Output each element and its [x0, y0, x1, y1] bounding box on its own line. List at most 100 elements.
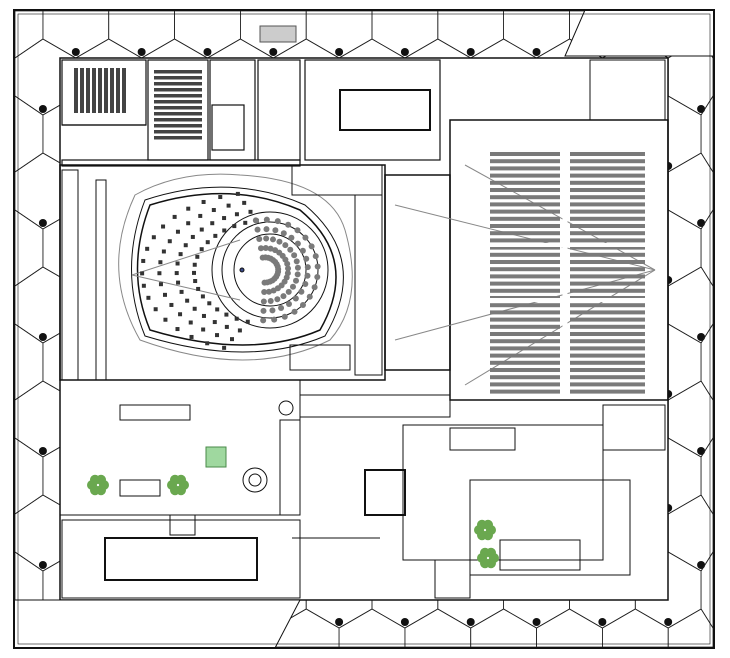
seat [267, 245, 274, 252]
seat-row [490, 173, 560, 178]
seat-row [116, 68, 120, 113]
seat-row [570, 389, 645, 394]
seat-row [570, 375, 645, 380]
seat [188, 320, 193, 325]
bollard-dot [664, 618, 673, 626]
hex-tile [470, 608, 537, 648]
seat-row [490, 159, 560, 164]
seat [289, 283, 296, 290]
seat [270, 287, 277, 294]
seat-row [490, 346, 560, 351]
seat [243, 220, 248, 225]
seat [218, 195, 223, 200]
seat-row [570, 202, 645, 207]
seat [192, 270, 197, 275]
seat [230, 337, 235, 342]
lecture-room-seats [74, 68, 202, 140]
seat-row [570, 281, 645, 286]
seat [260, 317, 267, 324]
seat [237, 328, 242, 333]
corner-cut-top-right [564, 9, 715, 57]
seat-row [490, 389, 560, 394]
bollard-dot [400, 618, 409, 626]
hex-tile [14, 10, 44, 59]
seat-row [570, 188, 645, 192]
seat-row [490, 152, 560, 156]
seat [201, 327, 206, 332]
seat-row [490, 188, 560, 192]
seat [226, 203, 231, 208]
seat-row [570, 159, 645, 164]
seat-row [154, 100, 202, 104]
seat-row [490, 224, 560, 228]
seat [179, 289, 184, 294]
seat [263, 226, 270, 233]
seat [314, 263, 321, 270]
seat-row [570, 303, 645, 308]
seat-row [490, 360, 560, 365]
seat-row [570, 310, 645, 315]
seat [162, 292, 167, 297]
seat [293, 277, 300, 284]
seat [190, 234, 195, 239]
seat [145, 246, 150, 251]
seat [308, 243, 315, 250]
seat-row [570, 346, 645, 351]
seat-row [570, 231, 645, 236]
seat-row [490, 245, 560, 250]
bollard-dot [697, 219, 706, 227]
seat [257, 245, 264, 252]
seat-row [98, 68, 102, 113]
seat-row [570, 267, 645, 272]
seat-row [154, 70, 202, 74]
seat [302, 281, 309, 288]
seat [263, 235, 270, 242]
seat-row [570, 274, 645, 279]
hex-tile [14, 209, 44, 287]
bollard-dot [532, 618, 541, 626]
seat-row [490, 274, 560, 279]
seat [178, 252, 183, 257]
seat [285, 300, 292, 307]
seat [158, 260, 163, 265]
seat-row [490, 339, 560, 344]
seat-row [154, 76, 202, 80]
seat [311, 284, 318, 291]
seat-row [570, 216, 645, 221]
seat [292, 295, 299, 302]
seat [302, 234, 309, 241]
seat [158, 282, 163, 287]
seat [141, 258, 146, 263]
seat-row [570, 173, 645, 178]
seat [183, 243, 188, 248]
seat-row [570, 317, 645, 322]
seat-row [154, 130, 202, 134]
seat [161, 249, 166, 254]
tree-leaf [486, 547, 496, 558]
seat-row [122, 68, 126, 113]
trees [87, 474, 499, 569]
seat [222, 228, 227, 233]
seat [303, 255, 310, 262]
tree-leaf [483, 519, 493, 530]
seat [291, 252, 298, 259]
seat-row [570, 332, 645, 336]
seat-row [490, 382, 560, 387]
seat-row [110, 68, 114, 113]
seat-row [92, 68, 96, 113]
seat [189, 334, 194, 339]
seat [285, 221, 292, 228]
hex-tile [667, 608, 714, 648]
seat [192, 306, 197, 311]
seat-row [570, 260, 645, 264]
seat [175, 229, 180, 234]
seat-row [490, 238, 560, 243]
seat [199, 227, 204, 232]
seat-row [154, 118, 202, 122]
seat-row [154, 124, 202, 128]
bollard-dot [466, 48, 475, 56]
seat [195, 254, 200, 259]
seat [201, 199, 206, 204]
seat-row [570, 152, 645, 156]
